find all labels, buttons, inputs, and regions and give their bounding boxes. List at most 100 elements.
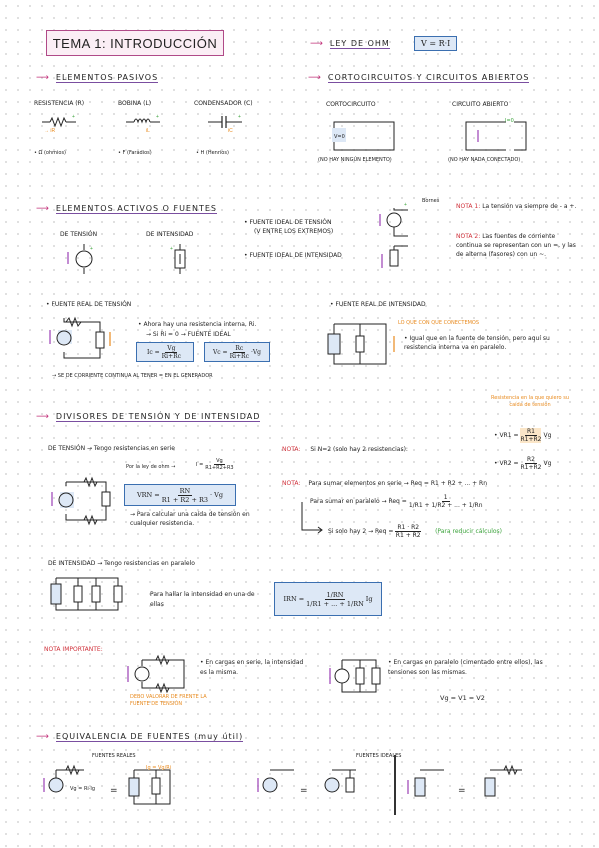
condensador-label: CONDENSADOR (C): [194, 100, 253, 107]
nota1-text: La tensión va siempre de - a +.: [482, 203, 577, 210]
solo-dos-num: R1 · R2: [395, 524, 422, 532]
irn-formula-box: IRN = 1/RN 1/R1 + ... + 1/RN Ig: [274, 582, 382, 616]
svg-text:+: +: [156, 114, 159, 120]
arrow-right-icon: ⟶: [310, 39, 324, 49]
importante-serie-diagram: [127, 654, 185, 694]
circuito-abierto-diagram: [465, 121, 527, 151]
ley-ohm-text: Por la ley de ohm →: [126, 464, 176, 470]
resistencia-note: Resistencia en la que quiero su caída de…: [491, 395, 569, 408]
fuente-real-intensidad-diagram: [327, 323, 395, 365]
arrow-right-icon: ⟶: [36, 732, 50, 742]
paralelo-fraction: 1 1/R1 + 1/R2 + ... + 1/Rn: [409, 494, 483, 509]
svg-text:+: +: [170, 246, 173, 252]
fuente-real-intensidad-text: • Igual que en la fuente de tensión, per…: [404, 335, 550, 351]
divisor-nota-text: Si N=2 (solo hay 2 resistencias):: [310, 446, 408, 453]
svg-text:→ iR: → iR: [44, 128, 56, 134]
svg-text:+: +: [238, 114, 241, 120]
importante-orange-note: DEBO VALORAR DE FRENTE LA FUENTE DE TENS…: [130, 694, 207, 707]
nota1-label: NOTA 1:: [456, 203, 481, 210]
irn-formula-left: IRN =: [283, 595, 305, 603]
divisor-tension-label: DE TENSIÓN → Tengo resistencias en serie: [48, 445, 175, 452]
vc-formula-right: ·Vg: [250, 348, 262, 356]
ley-ohm-heading: ⟶LEY DE OHM: [310, 39, 390, 49]
irn-formula-right: Ig: [365, 595, 373, 603]
cortocircuito-value: V=0: [334, 134, 345, 140]
importante-paralelo-formula: Vg = V1 = V2: [440, 694, 485, 702]
voltage-source-symbol: +: [67, 244, 93, 274]
irn-formula-den: 1/R1 + ... + 1/RN: [306, 599, 364, 608]
cortocircuitos-heading-label: CORTOCIRCUITOS Y CIRCUITOS ABIERTOS: [327, 73, 530, 83]
vg-formula: Vg = Ri·Ig: [70, 786, 96, 792]
serie-text: Para sumar elementos en serie → Req = R1…: [308, 480, 488, 487]
i-formula-den: R1+R2+R3: [205, 465, 234, 471]
page-title: TEMA 1: INTRODUCCIÓN: [52, 35, 218, 51]
equiv-ideal-tension-diagram: [257, 769, 294, 793]
equivalencia-heading: ⟶EQUIVALENCIA DE FUENTES (muy útil): [36, 732, 244, 742]
fuente-real-tension-text2: → Si Ri = 0 → FUENTE IDEAL: [146, 331, 231, 338]
vr1-formula: • VR1 = R1 R1+R2 Vg: [494, 428, 551, 443]
importante-serie-text: • En cargas en serie, la intensidad es l…: [200, 659, 304, 676]
fuente-real-intensidad-orange-note: LO QUE CON QUE CONECTEMOS: [398, 320, 480, 326]
activos-tension-label: DE TENSIÓN: [60, 231, 98, 238]
divisor-nota2-label: NOTA:: [282, 480, 301, 487]
vr2-formula-fraction: R2 R1+R2: [520, 456, 541, 471]
svg-text:+: +: [404, 202, 407, 208]
vrn-formula-num: RN: [177, 486, 193, 496]
cortocircuito-diagram: [332, 121, 395, 151]
condensador-unit: • H (Henrios): [196, 150, 229, 156]
importante-paralelo-text: • En cargas en paralelo (cimentado entre…: [388, 659, 543, 676]
vc-formula-den: Ri+Rc: [229, 352, 249, 360]
vr1-formula-fraction: R1 R1+R2: [520, 428, 542, 443]
vc-formula-num: Rc: [233, 344, 246, 353]
solo-dos-den: R1 + R2: [395, 532, 421, 539]
nota1: NOTA 1: La tensión va siempre de - a +.: [456, 202, 581, 211]
fuente-ideal-tension-sub: (V ENTRE LOS EXTREMOS): [254, 228, 334, 235]
divisor-nota: NOTA: Si N=2 (solo hay 2 resistencias):: [282, 446, 408, 453]
svg-text:iC: iC: [228, 128, 233, 134]
activos-heading: ⟶ELEMENTOS ACTIVOS O FUENTES: [36, 204, 217, 214]
irn-formula-num: 1/RN: [324, 590, 346, 600]
i-formula-num: Vg: [214, 458, 225, 465]
svg-text:+: +: [72, 114, 75, 120]
solo-dos-note: (Para reducir cálculos): [435, 528, 503, 535]
vr2-formula-num: R2: [524, 456, 537, 464]
arrow-right-icon: ⟶: [308, 73, 322, 83]
vr2-formula: • VR2 = R2 R1+R2 Vg: [494, 456, 551, 471]
vc-formula-fraction: Rc Ri+Rc: [230, 345, 249, 360]
circuito-abierto-label: CIRCUITO ABIERTO: [452, 101, 509, 108]
ideal-sources-diagram: +: [379, 202, 408, 268]
arrow-right-icon: ⟶: [36, 412, 50, 422]
vr2-formula-left: • VR2 =: [494, 460, 519, 467]
bobina-unit: • F (Faradios): [118, 150, 152, 156]
divisor-intensidad-text: Para hallar la intensidad en una de ella…: [150, 591, 255, 608]
cortocircuito-note: (NO HAY NINGÚN ELEMENTO): [318, 157, 392, 163]
circuito-abierto-note: (NO HAY NADA CONECTADO): [448, 157, 521, 163]
resistor-symbol: + → iR: [42, 114, 76, 134]
ic-formula-box: Ic = Vg Ri+Rc: [136, 342, 194, 362]
vr1-formula-left: • VR1 =: [494, 432, 519, 439]
circuito-abierto-value: I=0: [505, 118, 514, 124]
equiv-real-tension-diagram: [43, 764, 84, 793]
i-formula-fraction: Vg R1+R2+R3: [205, 458, 233, 471]
fuente-ideal-tension-label: • FUENTE IDEAL DE TENSIÓN: [244, 219, 332, 226]
paralelo-text: Para sumar en paralelo → Req =: [310, 498, 407, 505]
divisor-intensidad-label: DE INTENSIDAD → Tengo resistencias en pa…: [48, 560, 195, 567]
divisor-tension-note: → Para calcular una caída de tensión en …: [130, 511, 250, 527]
cortocircuito-label: CORTOCIRCUITO: [326, 101, 376, 108]
ic-formula-left: Ic =: [146, 348, 160, 356]
solo-dos-arrow: [301, 502, 323, 534]
importante-label: NOTA IMPORTANTE:: [44, 646, 103, 653]
vrn-formula-right: · Vg: [210, 491, 224, 499]
ig-formula: Ig = Vg/Ri: [146, 765, 172, 771]
divisores-heading-label: DIVISORES DE TENSIÓN Y DE INTENSIDAD: [55, 412, 261, 422]
vrn-formula-den: R1 + R2 + R3: [161, 495, 209, 504]
equals-sign-2: =: [300, 786, 308, 796]
fuentes-reales-label: FUENTES REALES: [92, 753, 136, 759]
vr2-formula-den: R1+R2: [520, 464, 542, 471]
vr1-formula-num: R1: [524, 428, 537, 436]
irn-formula-fraction: 1/RN 1/R1 + ... + 1/RN: [306, 591, 364, 608]
current-source-symbol: +: [170, 244, 186, 274]
vrn-formula-fraction: RN R1 + R2 + R3: [162, 487, 208, 504]
vr1-formula-den: R1+R2: [520, 436, 542, 443]
equiv-ideal-intensidad-diagram: [407, 769, 444, 797]
